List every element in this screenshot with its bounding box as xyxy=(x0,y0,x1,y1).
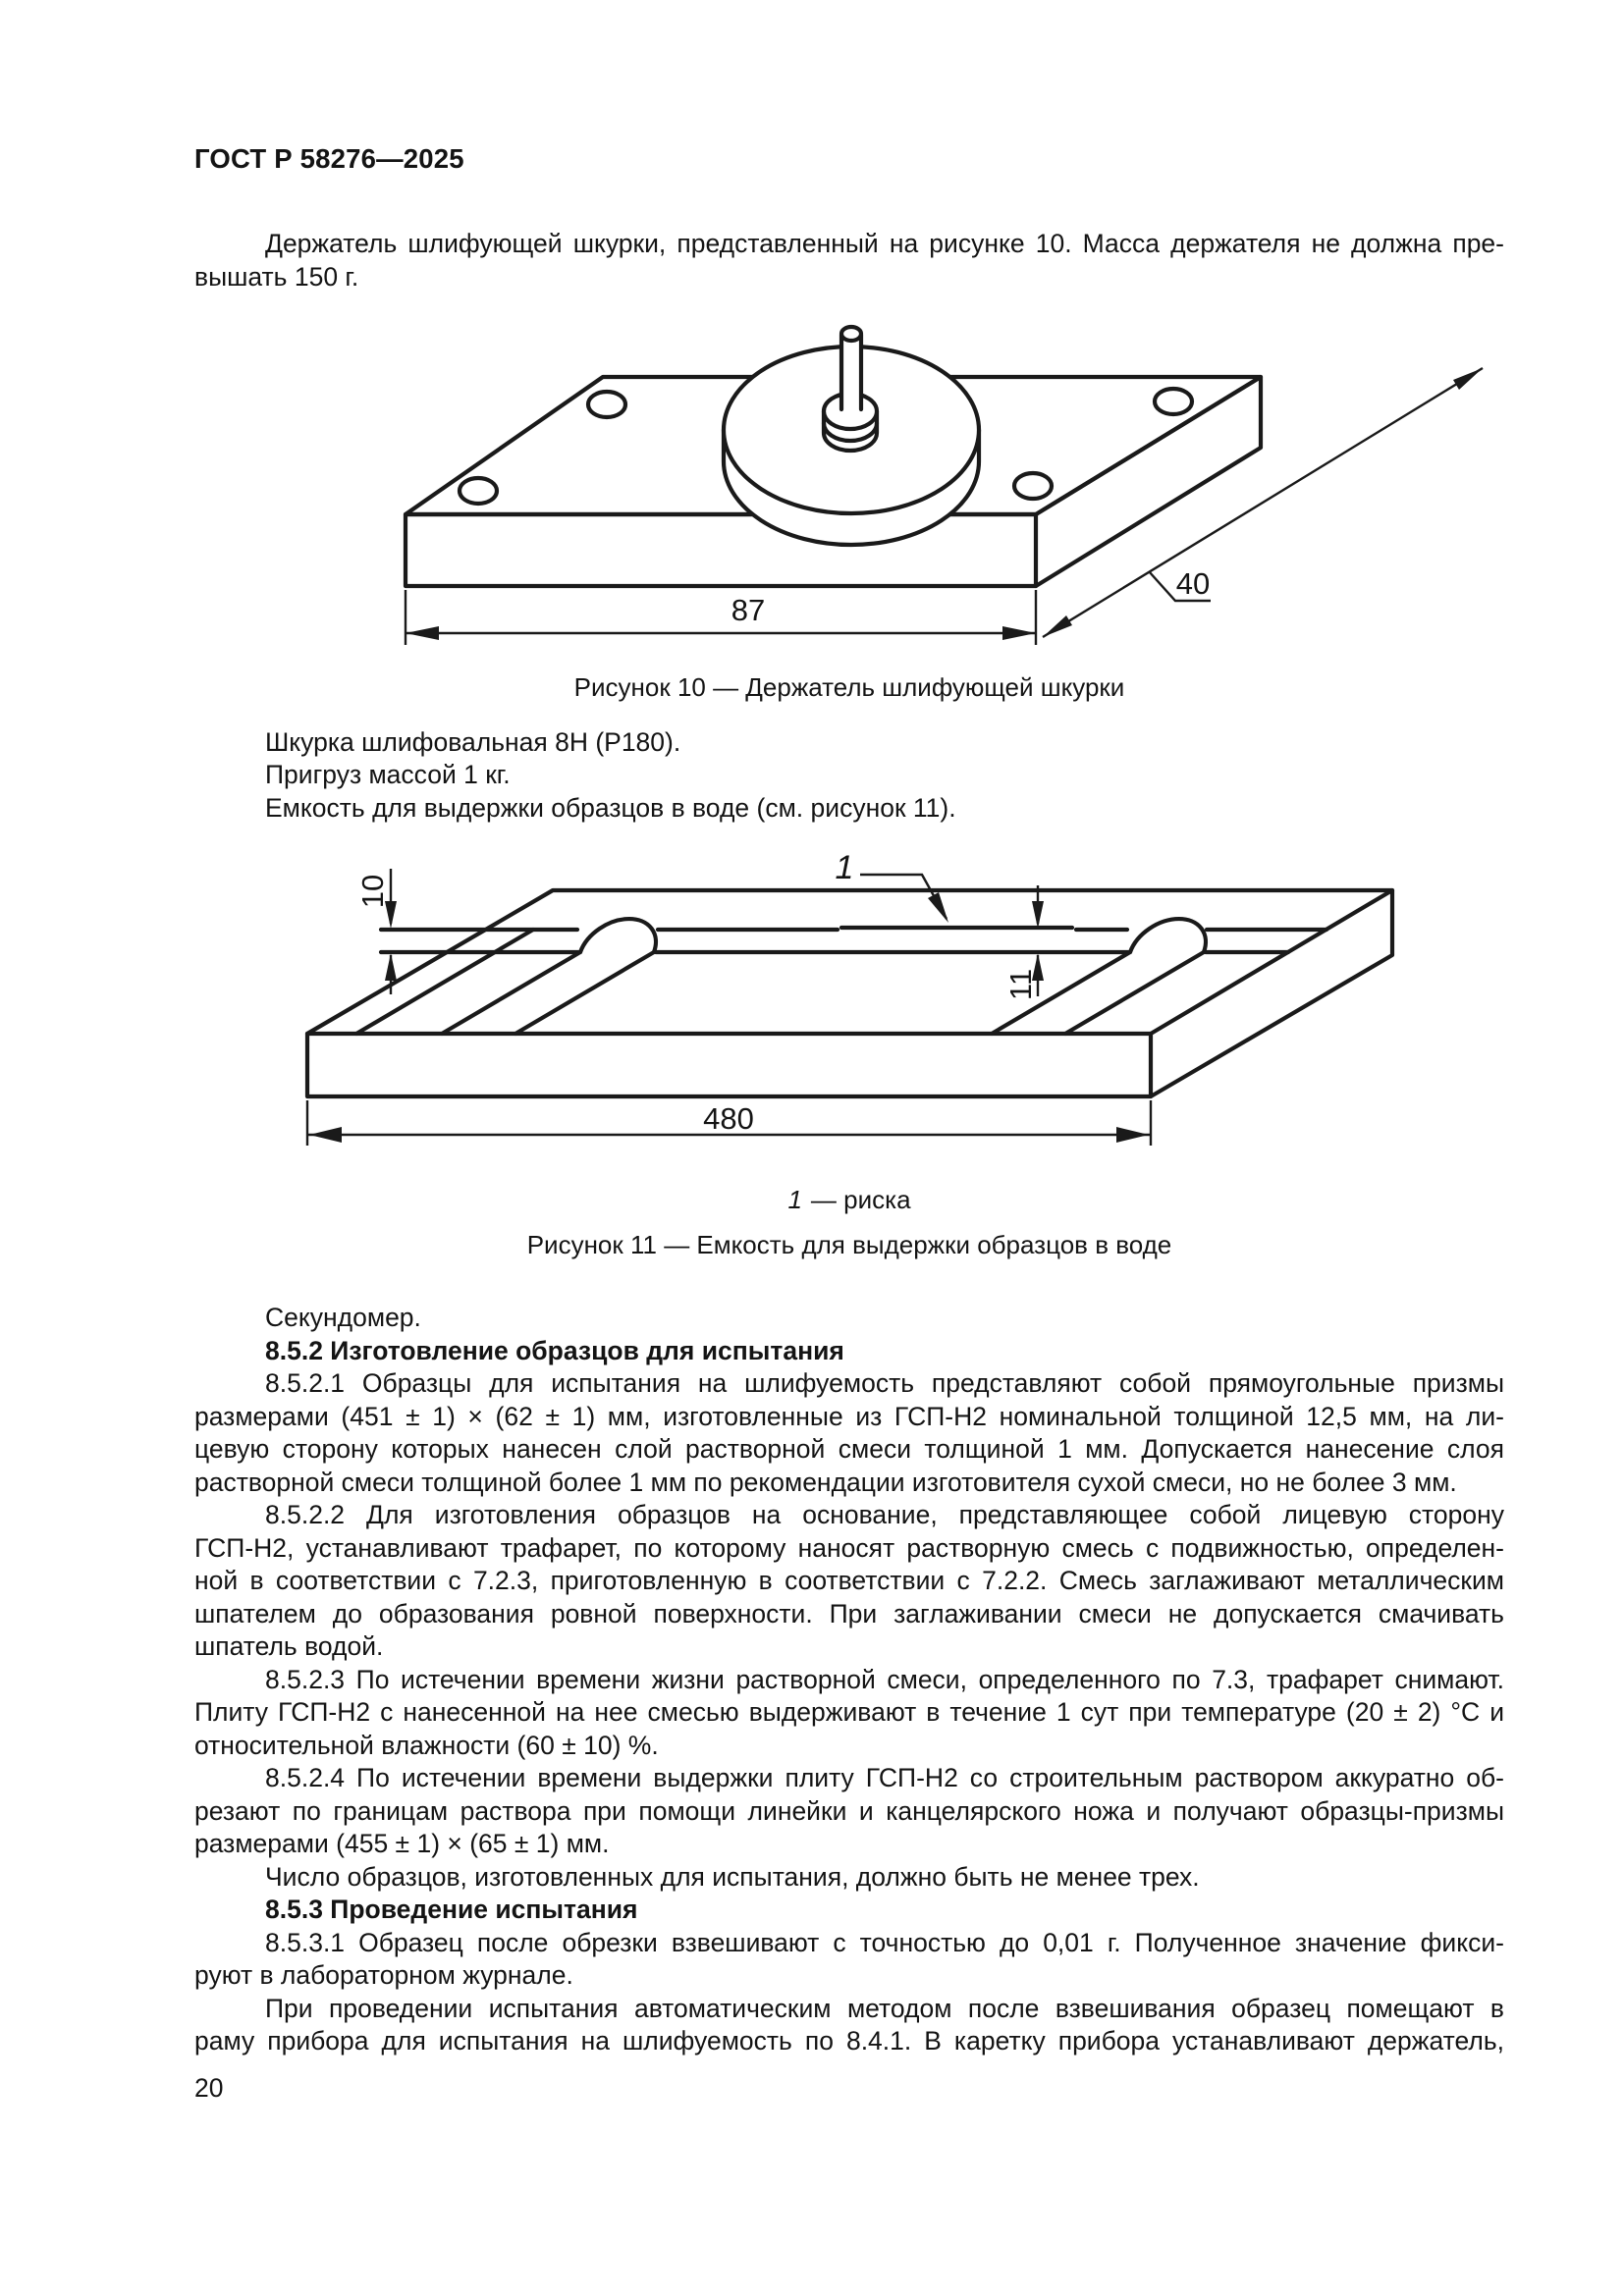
dim-11-label: 11 xyxy=(1003,969,1038,1000)
page-number: 20 xyxy=(194,2073,224,2103)
dim-40-leader xyxy=(1148,570,1211,603)
body-line: резают по границам раствора при помощи л… xyxy=(194,1796,1504,1826)
arrowhead xyxy=(309,1127,342,1143)
paragraph-line: Держатель шлифующей шкурки, представленн… xyxy=(265,229,1504,258)
figure11-dimensions: 1 10 11 480 xyxy=(305,849,1153,1146)
body-line: Число образцов, изготовленных для испыта… xyxy=(265,1862,1200,1892)
section-heading: 8.5.2 Изготовление образцов для испытани… xyxy=(265,1336,844,1365)
rail-2-cap xyxy=(1127,917,1208,955)
body-line: ной в соответствии с 7.2.3, приготовленн… xyxy=(194,1566,1504,1595)
arrowhead xyxy=(1116,1127,1149,1143)
arrowhead xyxy=(1453,368,1483,390)
rail-2-sides xyxy=(989,949,1207,1037)
body-line: шпателем до образования ровной поверхнос… xyxy=(194,1599,1504,1629)
dim-480-label: 480 xyxy=(703,1101,754,1136)
dim-87-lines xyxy=(404,590,1038,645)
dim-40-label: 40 xyxy=(1176,566,1210,601)
tray-outline xyxy=(304,887,1395,1099)
plate-hole xyxy=(585,389,628,420)
tray-top-right-edge xyxy=(1148,887,1395,1037)
body-line: Секундомер. xyxy=(265,1303,421,1332)
arrowhead xyxy=(1002,626,1036,640)
arrowhead xyxy=(1032,901,1044,929)
section-heading: 8.5.3 Проведение испытания xyxy=(265,1895,638,1924)
body-line: шпатель водой. xyxy=(194,1631,384,1661)
body-line: 8.5.3.1 Образец после обрезки взвешивают… xyxy=(265,1928,1504,1957)
equipment-line: Пригруз массой 1 кг. xyxy=(265,760,511,789)
dim-10-label: 10 xyxy=(355,875,390,908)
arrowhead xyxy=(1043,615,1072,637)
body-line: руют в лабораторном журнале. xyxy=(194,1960,573,1990)
hub-band xyxy=(821,420,880,444)
body-line: размерами (455 ± 1) × (65 ± 1) мм. xyxy=(194,1829,610,1858)
rail-1-cap xyxy=(577,917,658,955)
arrowhead xyxy=(385,901,397,929)
figure10-caption: Рисунок 10 — Держатель шлифующей шкурки xyxy=(573,672,1125,702)
pin-sides xyxy=(839,332,864,412)
figure10-dimensions: 87 40 xyxy=(404,366,1484,645)
arrowhead xyxy=(928,892,948,923)
figure11-caption: Рисунок 11 — Емкость для выдержки образц… xyxy=(526,1230,1172,1259)
body-line: цевую сторону которых нанесен слой раств… xyxy=(194,1434,1504,1464)
holder-plate-drawing xyxy=(403,324,1264,589)
body-line: 8.5.2.2 Для изготовления образцов на осн… xyxy=(265,1500,1504,1529)
arrowhead xyxy=(385,953,397,981)
legend-text: — риска xyxy=(810,1185,911,1214)
plate-right-face xyxy=(1033,374,1264,589)
body-line: 8.5.2.3 По истечении времени жизни раств… xyxy=(265,1665,1504,1694)
body-line: раму прибора для испытания на шлифуемост… xyxy=(194,2026,1504,2056)
plate-hole xyxy=(1152,386,1195,417)
body-line: растворной смеси толщиной более 1 мм по … xyxy=(194,1468,1457,1497)
body-line: относительной влажности (60 ± 10) %. xyxy=(194,1731,659,1760)
dim-480-lines xyxy=(305,1100,1153,1146)
tray-drawing xyxy=(304,887,1395,1099)
arrowhead xyxy=(1032,953,1044,981)
plate-hole xyxy=(1011,470,1055,502)
body-line: 8.5.2.1 Образцы для испытания на шлифуем… xyxy=(265,1368,1504,1398)
doc-number: ГОСТ Р 58276—2025 xyxy=(194,143,464,174)
legend-ref: 1 xyxy=(787,1185,802,1214)
callout-1-label: 1 xyxy=(836,849,854,886)
body-line: При проведении испытания автоматическим … xyxy=(265,1994,1504,2023)
rail-1-sides xyxy=(439,949,657,1037)
pin-top-cap xyxy=(839,324,864,344)
equipment-line: Шкурка шлифовальная 8Н (Р180). xyxy=(265,727,681,757)
body-line: 8.5.2.4 По истечении времени выдержки пл… xyxy=(265,1763,1504,1792)
dim-87-label: 87 xyxy=(731,593,765,627)
equipment-line: Емкость для выдержки образцов в воде (см… xyxy=(265,793,956,823)
left-wall-inner-edge xyxy=(353,927,536,1037)
plate-hole xyxy=(457,475,500,507)
tray-front-face xyxy=(304,1031,1154,1099)
arrowhead xyxy=(406,626,439,640)
pin-fill xyxy=(841,333,861,409)
body-line: размерами (451 ± 1) × (62 ± 1) мм, изгот… xyxy=(194,1402,1504,1431)
body-line: ГСП-Н2, устанавливают трафарет, по котор… xyxy=(194,1533,1504,1563)
figure11-legend: 1 — риска xyxy=(194,1184,1504,1215)
dim-40-line xyxy=(1042,366,1484,639)
body-line: Плиту ГСП-Н2 с нанесенной на нее смесью … xyxy=(194,1697,1504,1727)
paragraph-line: вышать 150 г. xyxy=(194,262,359,292)
